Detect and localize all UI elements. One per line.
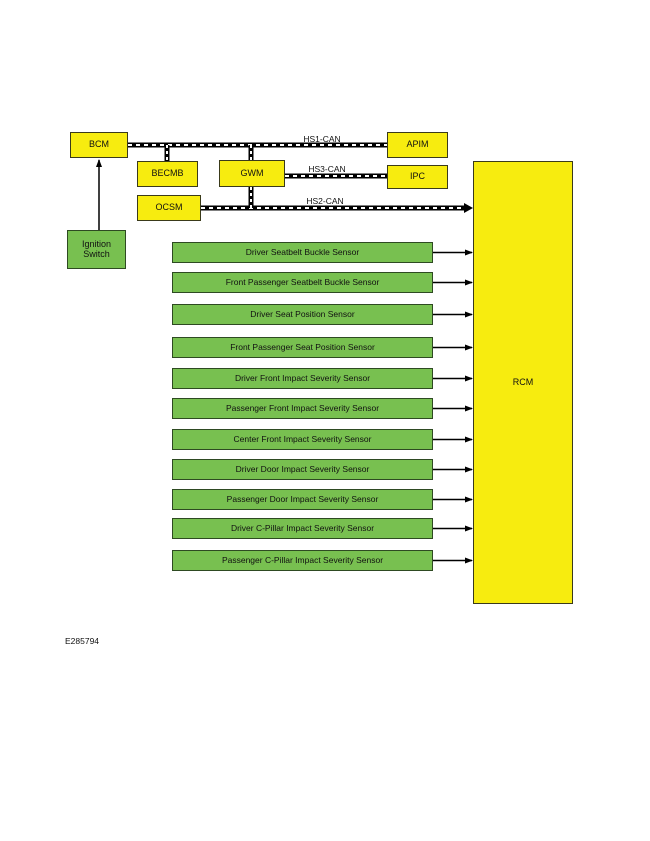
hs1-can-bus <box>128 142 387 161</box>
becmb-module: BECMB <box>137 161 198 187</box>
sensor-center-front-impact-severity: Center Front Impact Severity Sensor <box>172 429 433 450</box>
ignition-label-line2: Switch <box>83 248 110 259</box>
sensor-label: Driver Seat Position Sensor <box>250 308 355 319</box>
sensor-passenger-door-impact-severity: Passenger Door Impact Severity Sensor <box>172 489 433 510</box>
bcm-label: BCM <box>89 139 109 150</box>
sensor-label: Passenger C-Pillar Impact Severity Senso… <box>221 554 384 565</box>
hs2-arrowhead <box>464 203 473 213</box>
sensor-front-passenger-seat-position: Front Passenger Seat Position Sensor <box>172 337 433 358</box>
sensor-driver-seat-position: Driver Seat Position Sensor <box>172 304 433 325</box>
apim-module: APIM <box>387 132 448 158</box>
figure-id: E285794 <box>65 636 100 646</box>
ocsm-module: OCSM <box>137 195 201 221</box>
sensor-label: Center Front Impact Severity Sensor <box>233 433 372 444</box>
hs3-can-label: HS3-CAN <box>308 164 346 174</box>
hs1-can-label: HS1-CAN <box>303 134 341 144</box>
apim-label: APIM <box>406 139 429 150</box>
rcm-label: RCM <box>512 376 534 387</box>
sensor-label: Driver Door Impact Severity Sensor <box>235 463 370 474</box>
hs2-can-bus <box>201 187 473 213</box>
sensor-driver-c-pillar-impact-severity: Driver C-Pillar Impact Severity Sensor <box>172 518 433 539</box>
sensor-label: Driver Front Impact Severity Sensor <box>234 372 371 383</box>
sensor-label: Driver Seatbelt Buckle Sensor <box>245 246 360 257</box>
sensor-driver-front-impact-severity: Driver Front Impact Severity Sensor <box>172 368 433 389</box>
ipc-label: IPC <box>409 171 425 182</box>
gwm-label: GWM <box>240 167 264 178</box>
sensor-label: Front Passenger Seat Position Sensor <box>230 341 375 352</box>
sensor-label: Front Passenger Seatbelt Buckle Sensor <box>225 276 380 287</box>
ignition-label-line1: Ignition <box>81 238 112 249</box>
ipc-module: IPC <box>387 165 448 189</box>
rcm-module: RCM <box>473 161 573 604</box>
sensor-passenger-front-impact-severity: Passenger Front Impact Severity Sensor <box>172 398 433 419</box>
becmb-label: BECMB <box>151 168 184 179</box>
sensor-label: Passenger Front Impact Severity Sensor <box>225 402 380 413</box>
sensor-driver-door-impact-severity: Driver Door Impact Severity Sensor <box>172 459 433 480</box>
sensor-driver-seatbelt-buckle: Driver Seatbelt Buckle Sensor <box>172 242 433 263</box>
ocsm-label: OCSM <box>155 202 183 213</box>
hs2-can-label: HS2-CAN <box>306 196 344 206</box>
sensor-arrows <box>433 249 473 564</box>
sensor-label: Passenger Door Impact Severity Sensor <box>226 493 379 504</box>
ignition-switch: Ignition Switch <box>67 230 126 269</box>
bcm-module: BCM <box>70 132 128 158</box>
sensor-label: Driver C-Pillar Impact Severity Sensor <box>230 522 375 533</box>
sensor-passenger-c-pillar-impact-severity: Passenger C-Pillar Impact Severity Senso… <box>172 550 433 571</box>
gwm-module: GWM <box>219 160 285 187</box>
sensor-front-passenger-seatbelt-buckle: Front Passenger Seatbelt Buckle Sensor <box>172 272 433 293</box>
